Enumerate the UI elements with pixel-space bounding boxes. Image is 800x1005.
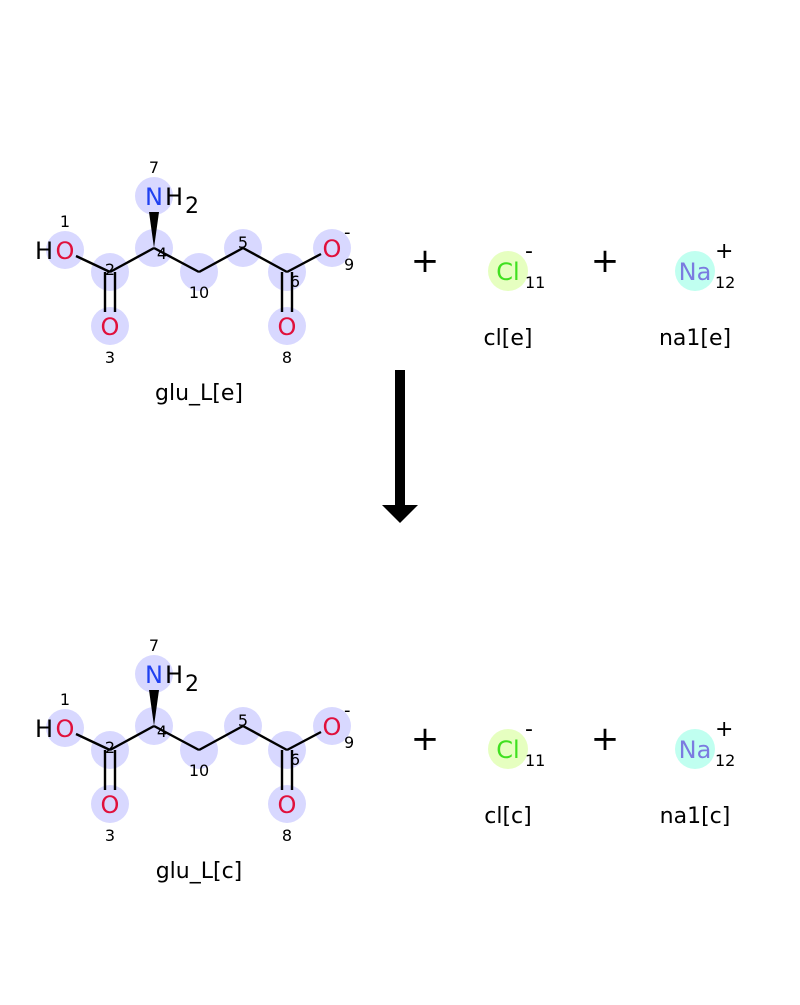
bond: [286, 730, 322, 752]
atom-hydrogen: H: [165, 183, 183, 211]
atom-index: 1: [60, 212, 70, 231]
bond: [153, 246, 200, 274]
molecule-name: glu_L[e]: [155, 381, 243, 406]
atom-symbol-O: O: [323, 713, 342, 741]
atom-index: 8: [282, 348, 292, 367]
atom-index: 8: [282, 826, 292, 845]
molecule-name: na1[c]: [660, 804, 731, 829]
plus-sign: +: [591, 241, 620, 281]
hydrogen-count: 2: [185, 194, 199, 219]
bond: [198, 724, 244, 752]
atom-index: 6: [290, 272, 300, 291]
atom-highlight-8: [268, 307, 306, 345]
atom-highlight-9: [313, 707, 351, 745]
atom-charge: -: [344, 700, 351, 721]
atom-symbol-N: N: [145, 183, 163, 211]
reaction-arrow-head-icon: [382, 505, 418, 523]
atom-highlight-3: [91, 785, 129, 823]
atom-hydrogen: H: [165, 661, 183, 689]
atom-index: 2: [105, 738, 115, 757]
atom-symbol-O: O: [323, 235, 342, 263]
chloride-ion-highlight: [488, 729, 528, 769]
atom-index: 9: [344, 255, 354, 274]
sodium-ion-highlight: [675, 729, 715, 769]
atom-index: 4: [157, 722, 167, 741]
atom-hydrogen: H: [35, 237, 53, 265]
atom-symbol-O: O: [278, 313, 297, 341]
atom-index: 4: [157, 244, 167, 263]
reaction-arrow-shaft: [395, 370, 405, 508]
atom-symbol-O: O: [101, 791, 120, 819]
bond: [242, 246, 288, 274]
atom-index: 3: [105, 348, 115, 367]
bond: [109, 246, 155, 274]
ion-charge: +: [715, 717, 733, 742]
atom-symbol-O: O: [278, 791, 297, 819]
atom-highlight-9: [313, 229, 351, 267]
ion-charge: +: [715, 239, 733, 264]
atom-index: 6: [290, 750, 300, 769]
atom-index: 1: [60, 690, 70, 709]
bond: [286, 252, 322, 274]
atom-index: 5: [238, 711, 248, 730]
atom-symbol-O: O: [56, 715, 75, 743]
bond: [153, 724, 200, 752]
molecule-name: cl[c]: [484, 804, 531, 829]
sodium-ion-symbol: Na: [679, 736, 712, 764]
atom-highlight-7: [135, 655, 173, 693]
atom-highlight-8: [268, 785, 306, 823]
atom-highlight-7: [135, 177, 173, 215]
chloride-ion: Cl 11 - cl[c]: [484, 717, 545, 829]
atom-index: 3: [105, 826, 115, 845]
chloride-ion-symbol: Cl: [496, 258, 519, 286]
wedge-bond: [149, 212, 159, 248]
wedge-bond: [149, 690, 159, 726]
atom-index: 9: [344, 733, 354, 752]
atom-index: 12: [715, 751, 735, 770]
atom-highlight-1: [46, 231, 84, 269]
atom-highlight-1: [46, 709, 84, 747]
hydrogen-count: 2: [185, 672, 199, 697]
bond: [109, 724, 155, 752]
chloride-ion: Cl 11 - cl[e]: [484, 239, 546, 351]
atom-symbol-O: O: [56, 237, 75, 265]
atom-index: 7: [149, 636, 159, 655]
atom-charge: -: [344, 222, 351, 243]
atom-hydrogen: H: [35, 715, 53, 743]
atom-index: 7: [149, 158, 159, 177]
plus-sign: +: [411, 241, 440, 281]
bond: [198, 246, 244, 274]
atom-highlight-3: [91, 307, 129, 345]
molecule-name: na1[e]: [659, 326, 731, 351]
molecule-name: glu_L[c]: [156, 859, 243, 884]
atom-index: 5: [238, 233, 248, 252]
atom-index: 10: [189, 283, 209, 302]
molecule-name: cl[e]: [484, 326, 533, 351]
chloride-ion-highlight: [488, 251, 528, 291]
atom-index: 2: [105, 260, 115, 279]
sodium-ion-symbol: Na: [679, 258, 712, 286]
sodium-ion-highlight: [675, 251, 715, 291]
plus-sign: +: [411, 719, 440, 759]
bond: [75, 732, 111, 752]
chloride-ion-symbol: Cl: [496, 736, 519, 764]
ion-charge: -: [525, 717, 533, 742]
atom-index: 11: [525, 273, 545, 292]
ion-charge: -: [525, 239, 533, 264]
plus-sign: +: [591, 719, 620, 759]
bond: [75, 254, 111, 274]
atom-index: 11: [525, 751, 545, 770]
atom-symbol-O: O: [101, 313, 120, 341]
bond: [242, 724, 288, 752]
atom-index: 10: [189, 761, 209, 780]
atom-symbol-N: N: [145, 661, 163, 689]
atom-index: 12: [715, 273, 735, 292]
